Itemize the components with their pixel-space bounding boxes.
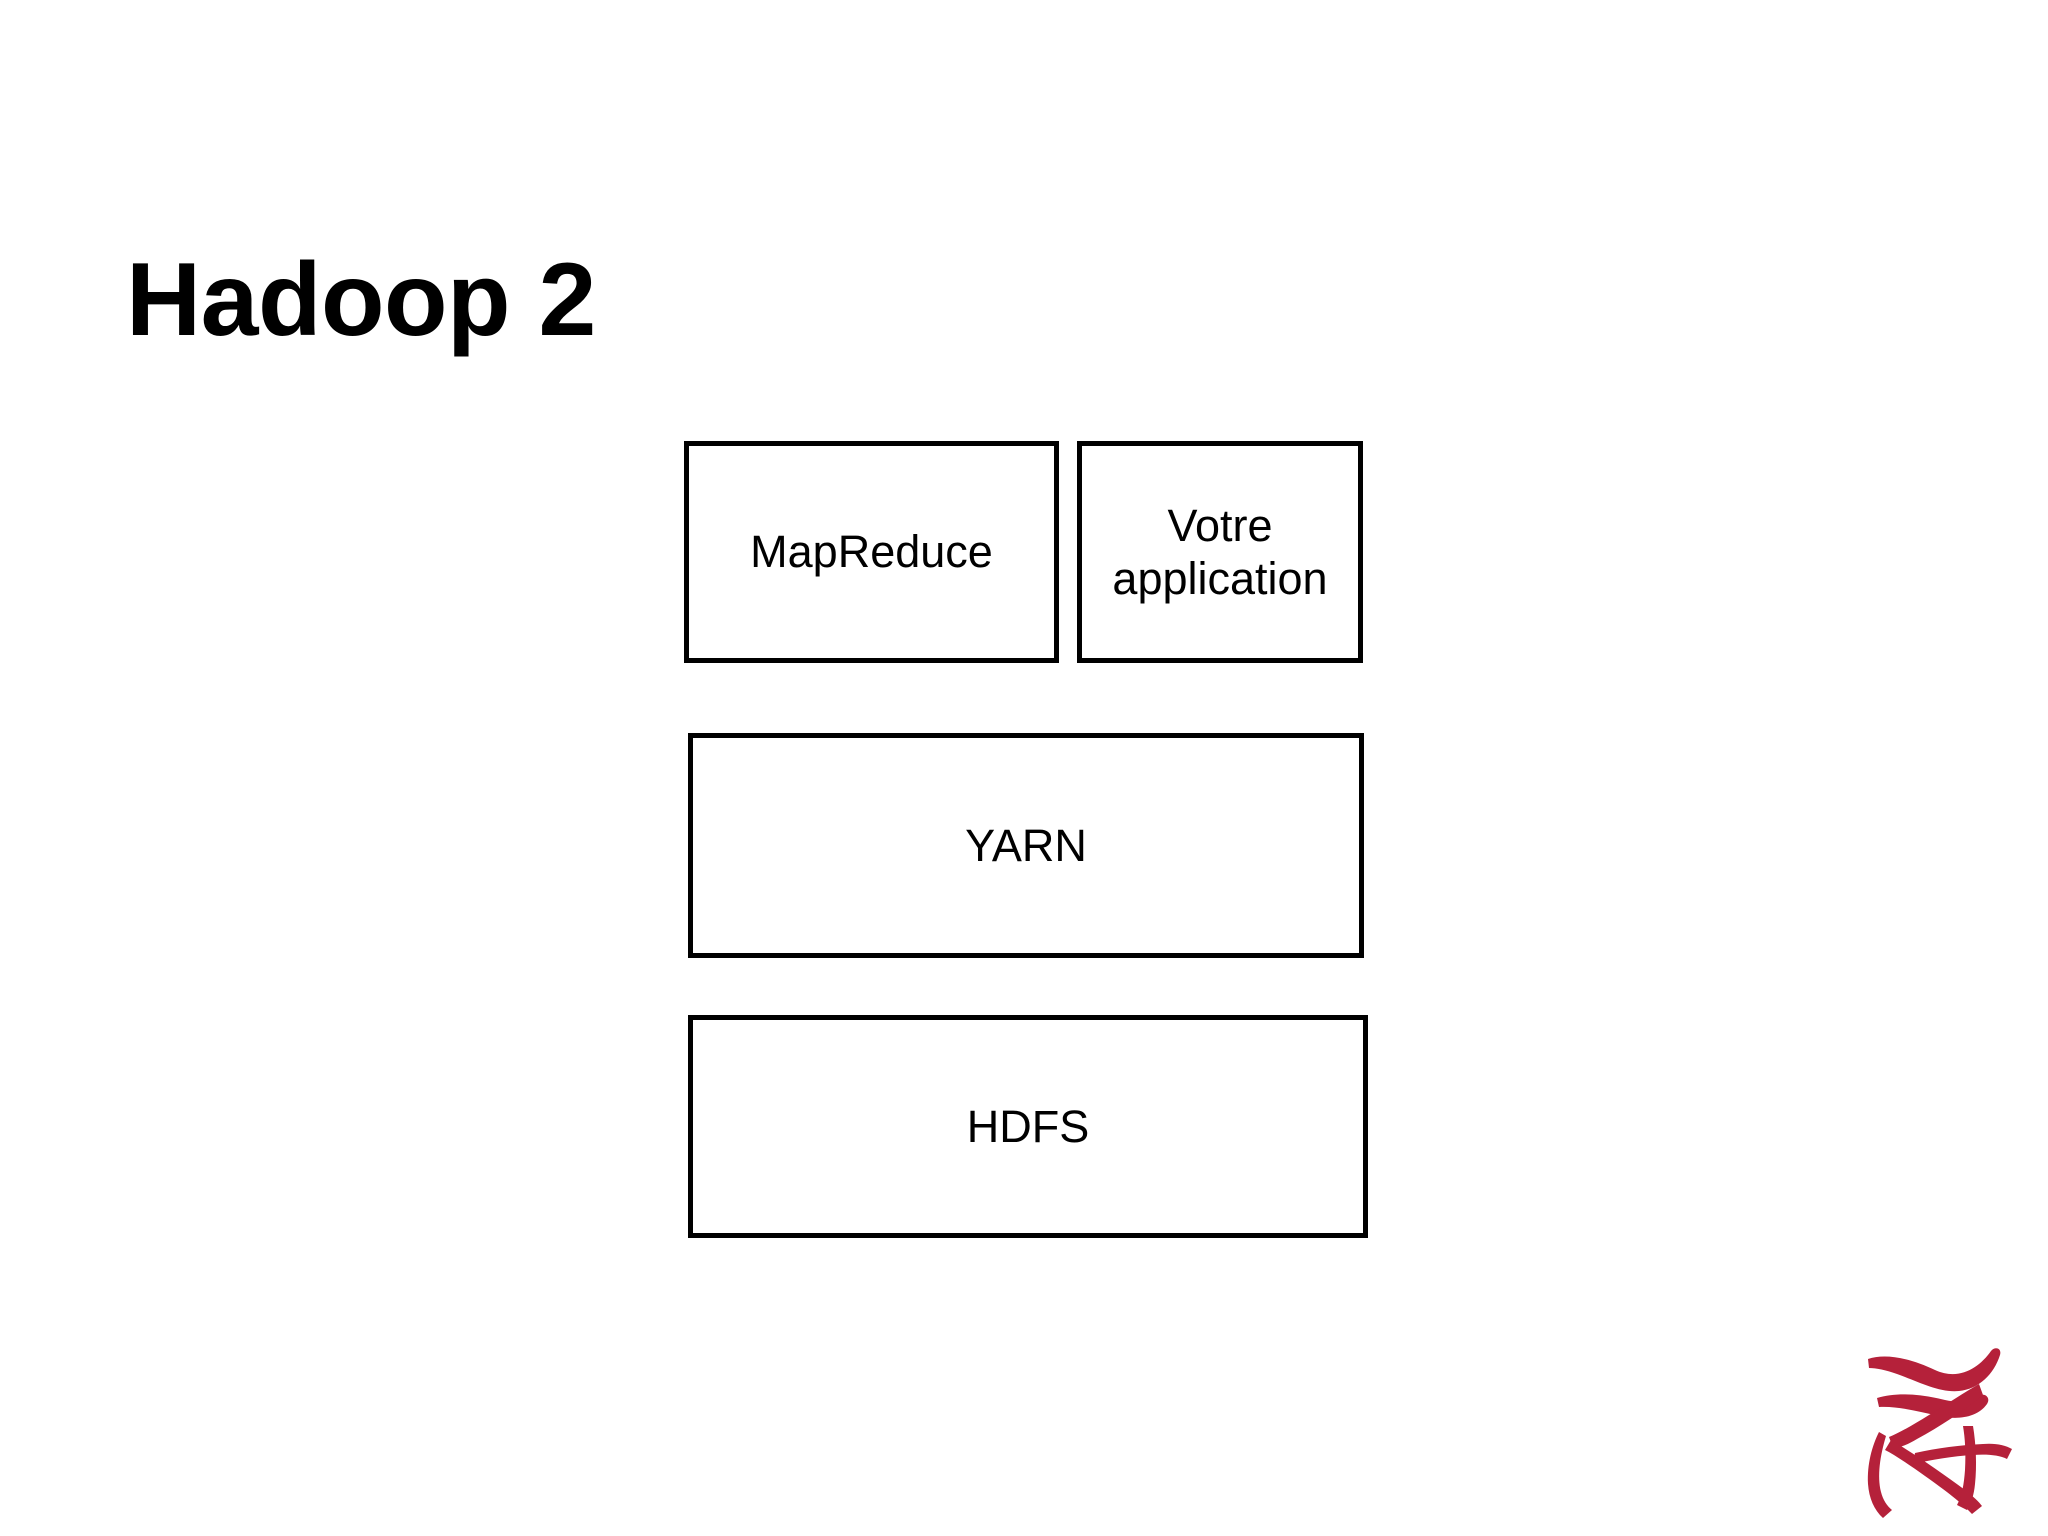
diagram-box-label-yarn: YARN: [965, 819, 1087, 871]
brush-signature-icon: [1855, 1332, 2035, 1528]
diagram-box-label-mapreduce: MapReduce: [750, 526, 993, 578]
page-title: Hadoop 2: [126, 241, 596, 358]
diagram-box-hdfs: HDFS: [688, 1015, 1368, 1238]
diagram-box-votre-application: Votre application: [1077, 441, 1363, 663]
diagram-box-label-hdfs: HDFS: [966, 1100, 1090, 1152]
diagram-box-yarn: YARN: [688, 733, 1364, 958]
diagram-box-mapreduce: MapReduce: [684, 441, 1059, 663]
diagram-box-label-votre-application: Votre application: [1112, 499, 1328, 604]
